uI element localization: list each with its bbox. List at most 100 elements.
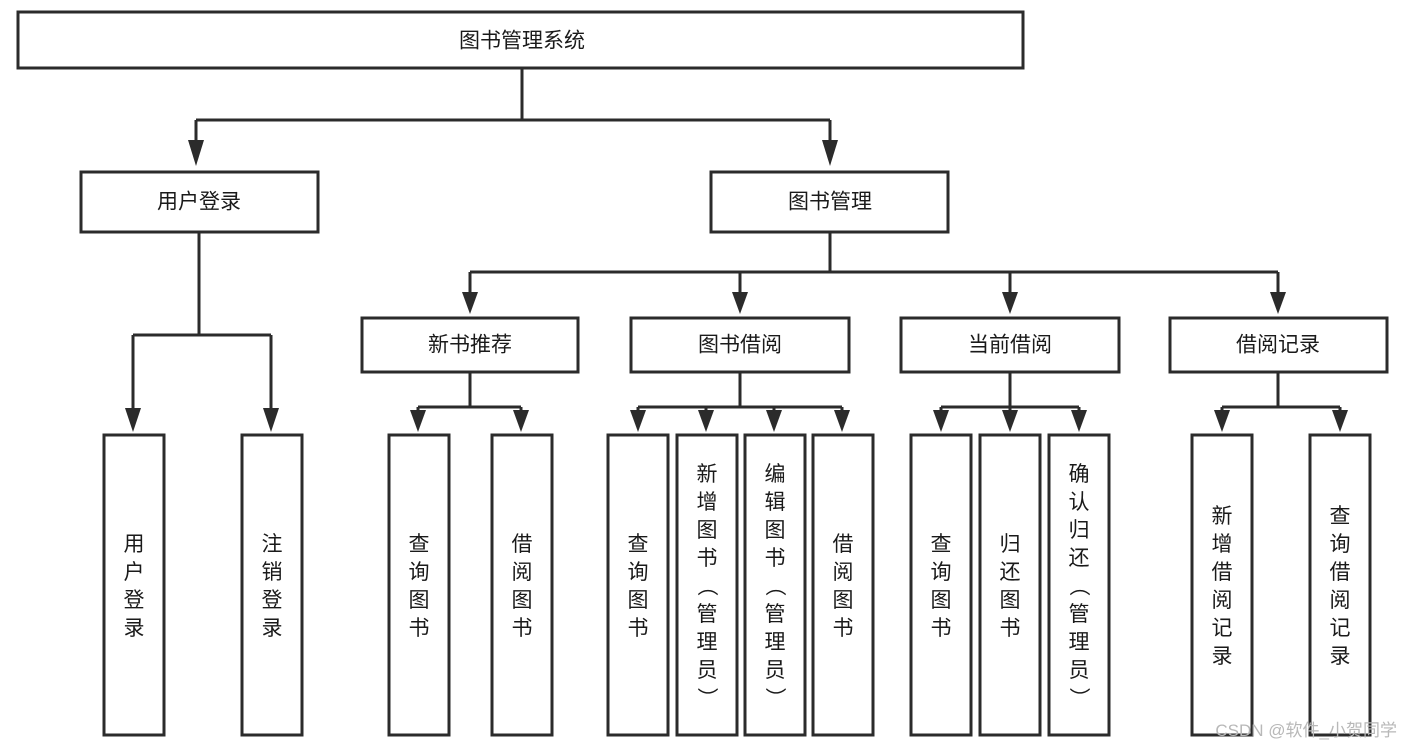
svg-text:借: 借 <box>1212 561 1233 584</box>
node-leaf-return-book-box[interactable] <box>978 433 1042 737</box>
svg-text:询: 询 <box>628 561 649 584</box>
connector-group-book-management <box>462 232 1286 314</box>
svg-text:新: 新 <box>697 463 718 486</box>
node-leaf-query-book-1-box[interactable] <box>387 433 451 737</box>
node-current-borrow[interactable]: 当前借阅 <box>899 316 1121 374</box>
svg-text:增: 增 <box>697 491 718 514</box>
arrow-head-leaf-query-book-1 <box>410 410 426 432</box>
svg-text:辑: 辑 <box>765 491 786 514</box>
svg-text:理: 理 <box>697 631 718 654</box>
node-user-login-label: 用户登录 <box>157 191 241 214</box>
node-leaf-borrow-book-2-box[interactable] <box>811 433 875 737</box>
svg-text:书: 书 <box>765 547 786 570</box>
svg-text:图: 图 <box>931 589 952 612</box>
node-borrow-record[interactable]: 借阅记录 <box>1168 316 1389 374</box>
node-book-borrow[interactable]: 图书借阅 <box>629 316 851 374</box>
arrow-head-user-login <box>188 140 204 166</box>
arrow-head-leaf-user-login <box>125 408 141 432</box>
node-leaf-query-book-3[interactable] <box>909 433 973 737</box>
svg-text:员: 员 <box>1069 659 1090 682</box>
node-leaf-add-record-box[interactable] <box>1190 433 1254 737</box>
svg-text:）: ） <box>1067 687 1090 708</box>
node-new-book-recommend[interactable]: 新书推荐 <box>360 316 580 374</box>
svg-text:图: 图 <box>765 519 786 542</box>
node-leaf-confirm-return[interactable] <box>1047 433 1111 737</box>
node-leaf-borrow-book-1[interactable] <box>490 433 554 737</box>
arrow-head-leaf-edit-book <box>766 410 782 432</box>
svg-text:还: 还 <box>1000 561 1021 584</box>
svg-text:查: 查 <box>1330 505 1351 528</box>
node-leaf-borrow-book-2[interactable] <box>811 433 875 737</box>
svg-text:阅: 阅 <box>1212 589 1233 612</box>
connector-group-new-book-recommend <box>410 372 529 432</box>
svg-text:新: 新 <box>1212 505 1233 528</box>
node-leaf-query-book-3-box[interactable] <box>909 433 973 737</box>
node-leaf-add-book-box[interactable] <box>675 433 739 737</box>
node-current-borrow-box[interactable] <box>899 316 1121 374</box>
svg-text:录: 录 <box>124 617 145 640</box>
node-book-borrow-box[interactable] <box>629 316 851 374</box>
node-book-management-label: 图书管理 <box>788 191 872 214</box>
svg-text:图: 图 <box>833 589 854 612</box>
node-leaf-user-login-label: 用户登录 <box>124 533 145 640</box>
node-leaf-query-book-2[interactable] <box>606 433 670 737</box>
svg-text:归: 归 <box>1000 533 1021 556</box>
node-user-login[interactable]: 用户登录 <box>79 170 320 234</box>
node-leaf-edit-book-box[interactable] <box>743 433 807 737</box>
node-root-box[interactable] <box>16 10 1025 70</box>
svg-text:登: 登 <box>262 589 283 612</box>
node-user-login-box[interactable] <box>79 170 320 234</box>
svg-text:（: （ <box>695 575 718 596</box>
node-leaf-user-login-box[interactable] <box>102 433 166 737</box>
svg-text:书: 书 <box>1000 617 1021 640</box>
svg-text:管: 管 <box>697 603 718 626</box>
node-root-label: 图书管理系统 <box>459 30 585 53</box>
node-leaf-confirm-return-box[interactable] <box>1047 433 1111 737</box>
node-leaf-add-book[interactable] <box>675 433 739 737</box>
node-book-management-box[interactable] <box>709 170 950 234</box>
svg-text:管: 管 <box>765 603 786 626</box>
node-book-management[interactable]: 图书管理 <box>709 170 950 234</box>
svg-text:员: 员 <box>697 659 718 682</box>
node-leaf-query-record-box[interactable] <box>1308 433 1372 737</box>
svg-text:阅: 阅 <box>512 561 533 584</box>
svg-text:）: ） <box>763 687 786 708</box>
node-new-book-recommend-box[interactable] <box>360 316 580 374</box>
svg-text:注: 注 <box>262 533 283 556</box>
svg-text:查: 查 <box>628 533 649 556</box>
node-leaf-return-book[interactable] <box>978 433 1042 737</box>
svg-text:借: 借 <box>833 533 854 556</box>
node-leaf-add-record[interactable] <box>1190 433 1254 737</box>
arrow-head-book-borrow <box>732 292 748 314</box>
arrow-head-leaf-borrow-book-2 <box>834 410 850 432</box>
arrow-head-leaf-return-book <box>1002 410 1018 432</box>
node-borrow-record-box[interactable] <box>1168 316 1389 374</box>
node-new-book-recommend-label: 新书推荐 <box>428 334 512 357</box>
connector-group-user-login <box>125 232 279 432</box>
svg-text:查: 查 <box>409 533 430 556</box>
svg-text:查: 查 <box>931 533 952 556</box>
node-leaf-borrow-book-1-box[interactable] <box>490 433 554 737</box>
arrow-head-leaf-add-record <box>1214 410 1230 432</box>
node-leaf-edit-book[interactable] <box>743 433 807 737</box>
node-leaf-query-book-1[interactable] <box>387 433 451 737</box>
node-leaf-query-record[interactable] <box>1308 433 1372 737</box>
arrow-head-new-book-recommend <box>462 292 478 314</box>
node-leaf-query-book-2-box[interactable] <box>606 433 670 737</box>
node-leaf-user-login[interactable] <box>102 433 166 737</box>
node-leaf-logout-login[interactable] <box>240 433 304 737</box>
arrow-head-leaf-logout-login <box>263 408 279 432</box>
node-leaf-logout-login-box[interactable] <box>240 433 304 737</box>
svg-text:登: 登 <box>124 589 145 612</box>
svg-text:录: 录 <box>1330 645 1351 668</box>
leaf-labels-layer: 用户登录注销登录查询图书借阅图书查询图书新增图书（管理员）编辑图书（管理员）借阅… <box>124 463 1351 708</box>
svg-text:（: （ <box>763 575 786 596</box>
node-root[interactable]: 图书管理系统 <box>16 10 1025 70</box>
svg-text:书: 书 <box>512 617 533 640</box>
